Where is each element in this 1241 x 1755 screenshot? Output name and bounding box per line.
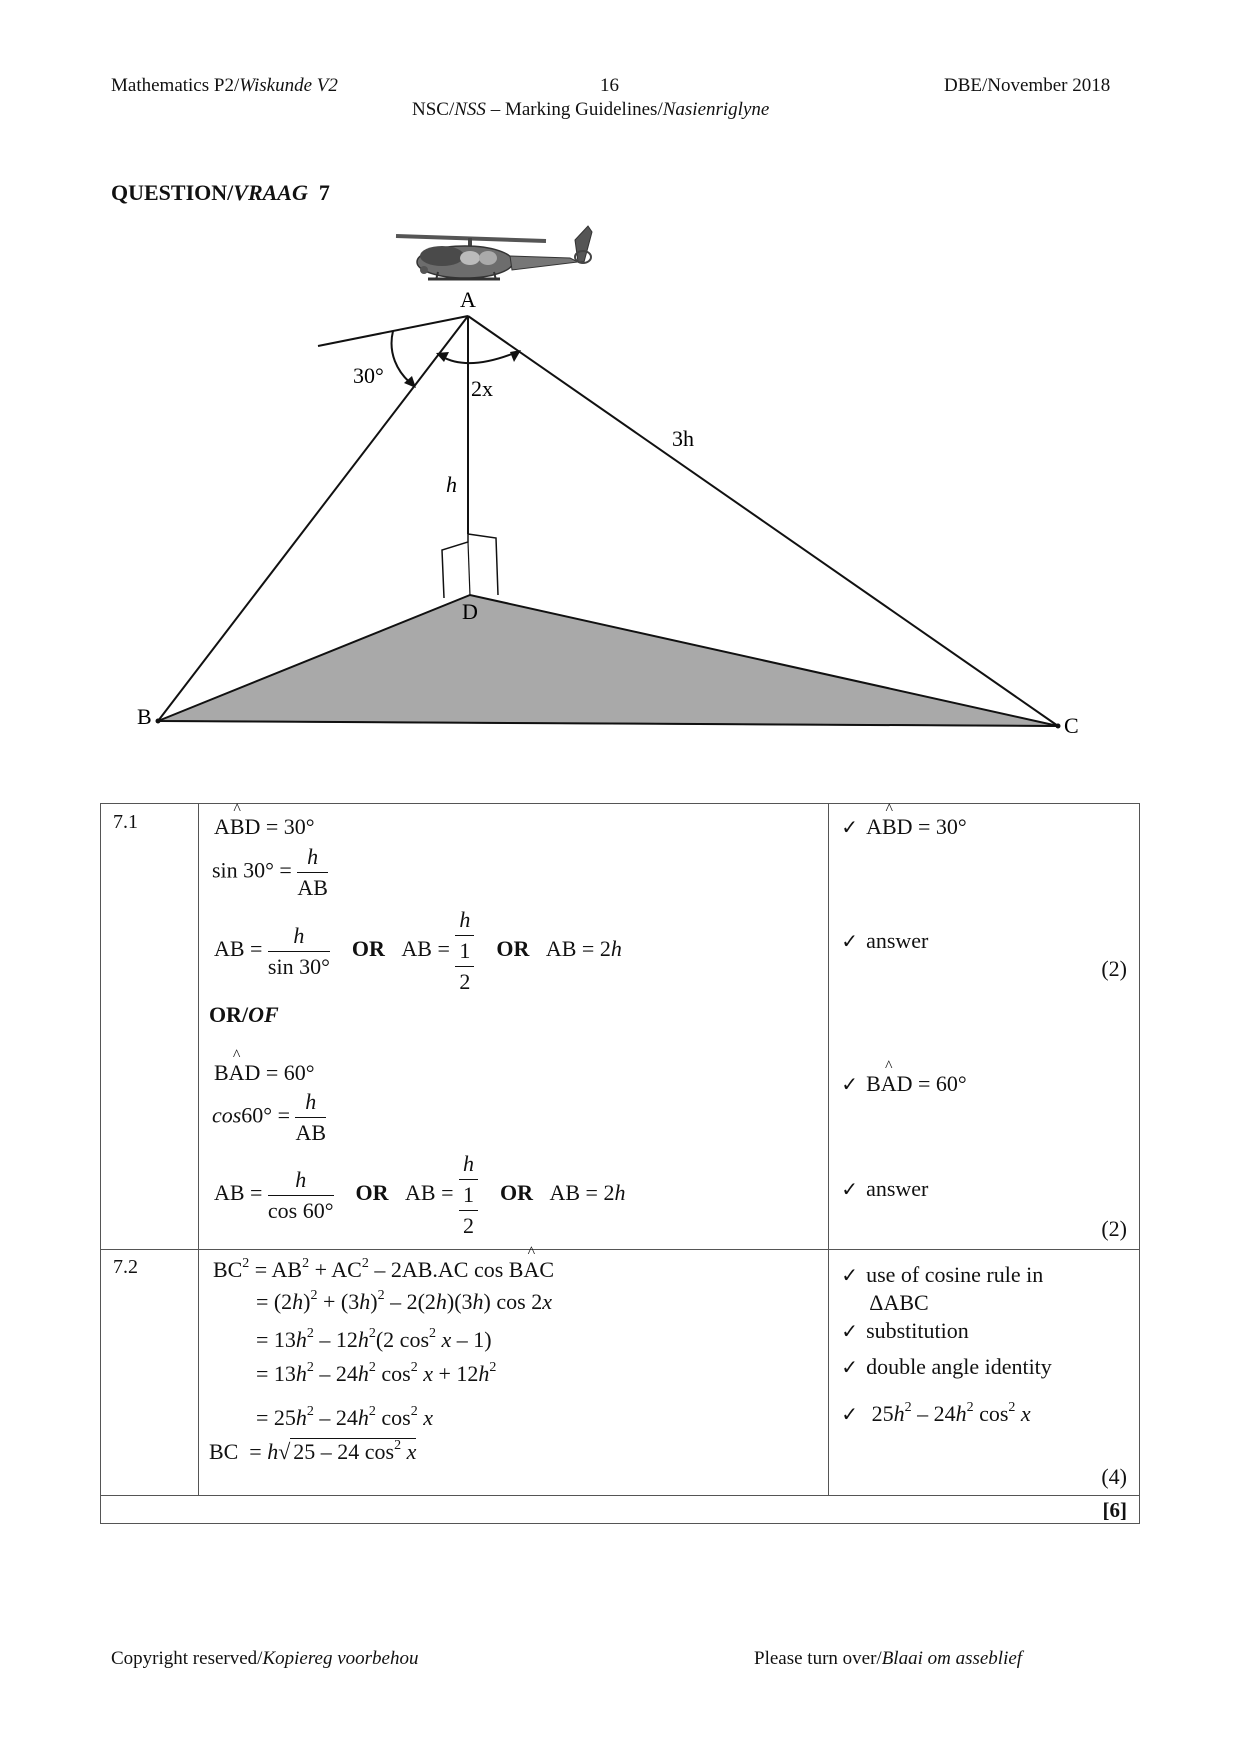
shaded-base-triangle xyxy=(157,593,1059,727)
label-d: D xyxy=(462,599,478,624)
side-ac xyxy=(467,315,1059,727)
mark-line: ✓use of cosine rule in xyxy=(841,1262,1044,1287)
label-a: A xyxy=(460,287,476,312)
geometry-diagram: A B C D 30° 2x 3h h xyxy=(137,225,1079,738)
mark-answer: answer xyxy=(866,1176,929,1201)
marks-cell: ✓AB^D = 30° ✓answer (2) ✓BA^D = 60° ✓ans… xyxy=(828,801,1140,1250)
question-number-7-1: 7.1 xyxy=(113,811,138,833)
working-line: BA^D = 60° xyxy=(213,1047,315,1085)
vertex-b-dot xyxy=(155,718,161,724)
total-cell: [6] xyxy=(100,1495,1140,1524)
working-line: AB^D = 30° xyxy=(213,801,315,839)
mark-total-7-1b: (2) xyxy=(1101,1216,1127,1241)
working-line: BC2 = AB2 + AC2 – 2AB.AC cos BA^C xyxy=(212,1244,555,1282)
mark-substitution: substitution xyxy=(866,1318,969,1343)
side-bc xyxy=(157,720,1059,727)
mark-cosine-rule: use of cosine rule in xyxy=(866,1262,1044,1287)
table-row: [6] xyxy=(100,1495,1140,1524)
footer-turn-over: Please turn over/Blaai om asseblief xyxy=(754,1648,1022,1670)
footer-turn-over-af: Blaai om asseblief xyxy=(881,1648,1023,1669)
mark-double-angle: double angle identity xyxy=(866,1354,1052,1379)
working-cell: BC2 = AB2 + AC2 – 2AB.AC cos BA^C = (2h)… xyxy=(197,1244,830,1496)
subtitle-part: NSS xyxy=(454,99,486,120)
mark-total-7-2: (4) xyxy=(1101,1464,1127,1489)
angle-arrowhead xyxy=(404,376,416,388)
footer-turn-over-en: Please turn over/ xyxy=(754,1648,882,1669)
label-side-h: h xyxy=(446,472,457,497)
footer-copyright-af: Kopiereg voorbehou xyxy=(262,1648,419,1669)
question-heading: QUESTION/VRAAG 7 xyxy=(111,180,330,206)
footer-copyright: Copyright reserved/Kopiereg voorbehou xyxy=(111,1648,418,1670)
header-subject-af: Wiskunde V2 xyxy=(239,75,338,96)
table-row: 7.2 BC2 = AB2 + AC2 – 2AB.AC cos BA^C = … xyxy=(100,1244,1140,1496)
label-angle-2x: 2x xyxy=(471,376,493,401)
mark-triangle-abc: ΔABC xyxy=(869,1290,929,1315)
angle-arrowhead xyxy=(510,350,521,362)
vertex-c-dot xyxy=(1055,723,1061,729)
mark-line: ✓BA^D = 60° xyxy=(841,1058,967,1096)
or-of-text: OR/OF xyxy=(209,1002,279,1028)
side-ab xyxy=(157,315,469,722)
footer-copyright-en: Copyright reserved/ xyxy=(111,1648,263,1669)
header-subject: Mathematics P2/Wiskunde V2 xyxy=(111,75,338,97)
or-text: OR xyxy=(500,1180,533,1206)
mark-line: ✓answer xyxy=(841,928,929,953)
subtitle-part: – Marking Guidelines/ xyxy=(485,99,663,120)
helicopter-icon xyxy=(395,225,593,281)
mark-line: ✓substitution xyxy=(841,1318,969,1343)
header-subject-en: Mathematics P2/ xyxy=(111,75,240,96)
subtitle-part: NSC/ xyxy=(412,99,455,120)
mark-line: ✓ 25h2 – 24h2 cos2 x xyxy=(841,1400,1031,1426)
question-number-cell: 7.2 xyxy=(100,1249,199,1496)
header-subtitle: NSC/NSS – Marking Guidelines/Nasienrigly… xyxy=(412,99,769,121)
page-number: 16 xyxy=(600,75,619,96)
question-number-cell: 7.1 xyxy=(100,803,199,1250)
subtitle-part: Nasienriglyne xyxy=(662,99,770,120)
or-of-af: OF xyxy=(248,1002,279,1027)
question-number-7-2: 7.2 xyxy=(113,1256,138,1278)
question-number: 7 xyxy=(307,180,330,205)
mark-line: ✓AB^D = 30° xyxy=(841,801,967,839)
mark-answer: answer xyxy=(866,928,929,953)
working-line: = (2h)2 + (3h)2 – 2(2h)(3h) cos 2x xyxy=(255,1288,552,1314)
label-side-3h: 3h xyxy=(672,426,694,451)
working-line: = 13h2 – 24h2 cos2 x + 12h2 xyxy=(255,1360,497,1386)
mark-line: ✓double angle identity xyxy=(841,1354,1052,1379)
or-text: OR xyxy=(355,1180,389,1206)
question-heading-af: VRAAG xyxy=(233,180,308,205)
or-text: OR xyxy=(351,936,385,962)
angle-arc-2x xyxy=(440,351,518,365)
marks-cell: ✓use of cosine rule in ΔABC ✓substitutio… xyxy=(828,1249,1140,1496)
building-edge xyxy=(467,541,471,597)
question-heading-en: QUESTION/ xyxy=(111,180,234,205)
angle-arrowhead xyxy=(436,352,449,362)
or-of-en: OR/ xyxy=(208,1002,249,1027)
working-line: BC = h√25 – 24 cos2 x xyxy=(208,1438,417,1464)
or-text: OR xyxy=(496,936,530,962)
label-b: B xyxy=(137,704,152,729)
label-c: C xyxy=(1064,713,1079,738)
mark-total-7-1a: (2) xyxy=(1101,956,1127,981)
working-line: = 25h2 – 24h2 cos2 x xyxy=(255,1404,433,1430)
label-angle-30: 30° xyxy=(353,363,384,388)
mark-line: ✓answer xyxy=(841,1176,929,1201)
question-total: [6] xyxy=(1102,1498,1128,1522)
building xyxy=(441,533,499,599)
header-date: DBE/November 2018 xyxy=(944,75,1111,96)
working-line: = 13h2 – 12h2(2 cos2 x – 1) xyxy=(255,1326,492,1352)
